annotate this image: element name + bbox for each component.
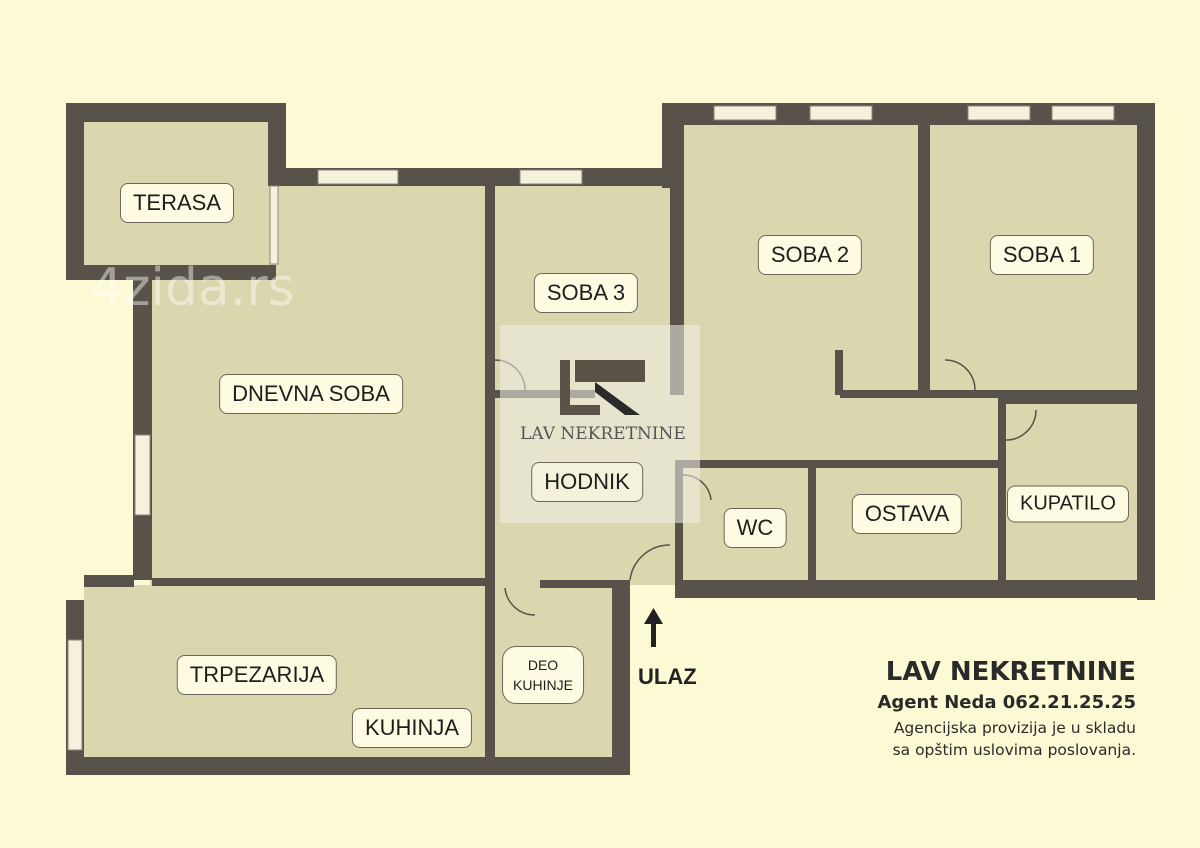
watermark-logo-text: LAV NEKRETNINE: [520, 424, 686, 444]
windows: [67, 105, 1115, 751]
deo-line: DEO: [527, 657, 559, 673]
agency-name: LAV NEKRETNINE: [885, 657, 1136, 687]
entrance-label: ULAZ: [638, 664, 697, 689]
kuhinje-line: KUHINJE: [513, 677, 573, 693]
room-label-hodnik: HODNIK: [531, 462, 643, 502]
agent-contact: Agent Neda 062.21.25.25: [877, 692, 1136, 713]
room-label-soba-3: SOBA 3: [533, 273, 639, 313]
ln-logo-icon: [560, 360, 645, 415]
room-label-ostava: OSTAVA: [851, 494, 963, 534]
entrance-arrow-icon: [644, 608, 663, 647]
commission-note-line1: Agencijska provizija je u skladu: [893, 719, 1136, 737]
room-label-trpezarija: TRPEZARIJA: [176, 655, 338, 695]
room-label-kupatilo: KUPATILO: [1007, 485, 1129, 523]
room-label-wc: WC: [723, 508, 787, 548]
watermark-4zida: 4zida.rs: [90, 258, 295, 318]
room-label-terasa: TERASA: [119, 183, 235, 223]
agency-info: LAV NEKRETNINE Agent Neda 062.21.25.25 A…: [877, 655, 1136, 761]
room-label-soba-1: SOBA 1: [989, 235, 1095, 275]
room-label-kuhinja: KUHINJA: [351, 708, 473, 748]
room-label-dnevna-soba: DNEVNA SOBA: [219, 374, 403, 414]
room-label-deo-kuhinje: DEO KUHINJE: [502, 646, 584, 704]
commission-note-line2: sa opštim uslovima poslovanja.: [892, 741, 1136, 759]
room-label-soba-2: SOBA 2: [757, 235, 863, 275]
